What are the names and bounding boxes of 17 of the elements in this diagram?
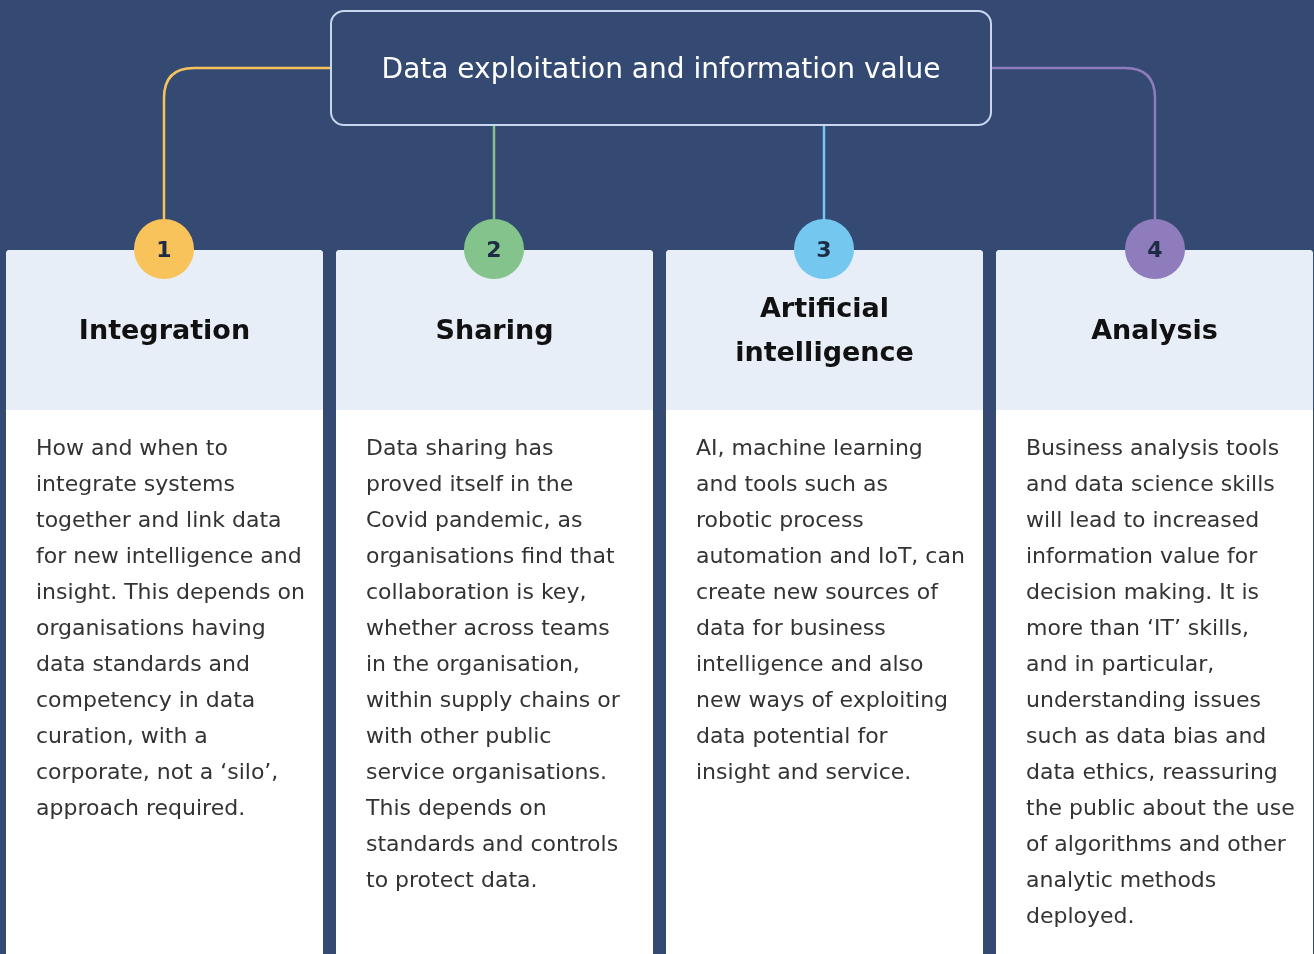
card-title: Sharing bbox=[434, 313, 555, 347]
number-badge: 2 bbox=[464, 219, 524, 279]
connector-line bbox=[162, 66, 330, 219]
card-title: Artificial intelligence bbox=[734, 291, 915, 369]
number-badge: 4 bbox=[1125, 219, 1185, 279]
card-title: Integration bbox=[77, 313, 252, 347]
connector-line bbox=[822, 126, 826, 219]
connector-line bbox=[492, 126, 496, 219]
card-text: AI, machine learning and tools such as robotic process automation and IoT, can create new sources of data for business intelligence and also new ways of exploiting data potential for insight and service. bbox=[696, 434, 965, 786]
card-text: Business analysis tools and data science skills will lead to increased information value for decision making. It is more than ‘IT’ skills, and in particular, understanding issues such as data bias and data ethics, reassuring the public about the use of algorithms and other analytic methods deployed. bbox=[1026, 434, 1295, 930]
card-text: How and when to integrate systems together and link data for new intelligence and insight. This depends on organisations having data standards and competency in data curation, with a corporate, not a ‘silo’, approach required. bbox=[36, 434, 305, 822]
number-badge: 1 bbox=[134, 219, 194, 279]
card-title: Analysis bbox=[1090, 313, 1219, 347]
connector-line bbox=[992, 66, 1157, 219]
number-badge: 3 bbox=[794, 219, 854, 279]
title-box: Data exploitation and information value bbox=[330, 10, 992, 126]
card-text: Data sharing has proved itself in the Covid pandemic, as organisations find that collaboration is key, whether across teams in the organisation, within supply chains or with other public service organisations. This depends on standards and controls to protect data. bbox=[366, 434, 621, 894]
